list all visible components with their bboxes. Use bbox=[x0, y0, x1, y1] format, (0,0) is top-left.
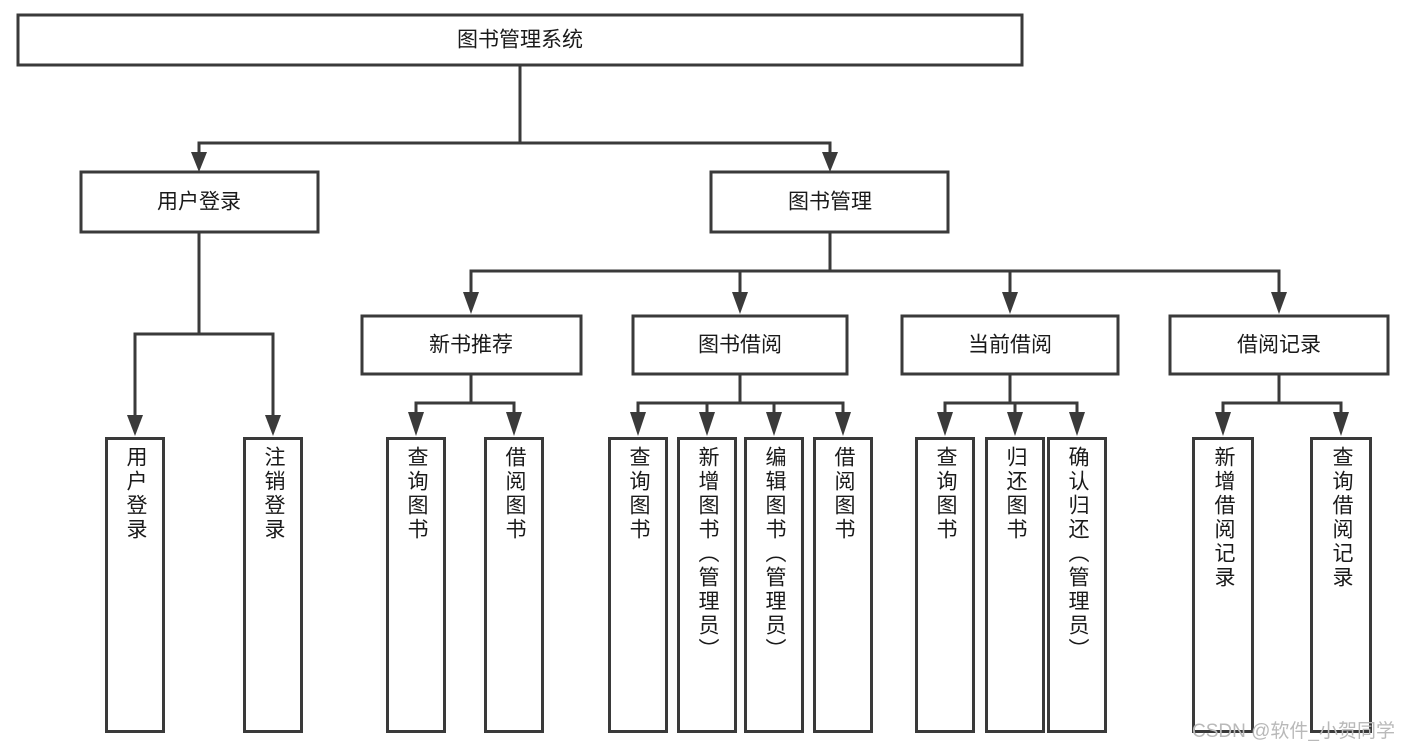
node-borrow-records-label: 借阅记录 bbox=[1237, 334, 1321, 357]
leaf-node-borrow-books-new[interactable]: 借阅图书 bbox=[484, 437, 544, 733]
leaf-node-add-borrow-record-label: 新增借阅记录 bbox=[1212, 446, 1235, 590]
node-user-login[interactable]: 用户登录 bbox=[79, 170, 320, 234]
node-book-borrow[interactable]: 图书借阅 bbox=[631, 314, 849, 376]
node-root[interactable]: 图书管理系统 bbox=[16, 13, 1024, 67]
leaf-node-edit-book-admin-label: 编辑图书（管理员） bbox=[763, 446, 786, 662]
connectors-bookmgmt-to-level3 bbox=[463, 230, 1287, 314]
connectors-current-to-leaves bbox=[937, 372, 1085, 436]
connectors-newbook-to-leaves bbox=[408, 372, 522, 436]
connectors-login-to-leaves bbox=[127, 230, 281, 436]
leaf-node-add-book-admin[interactable]: 新增图书（管理员） bbox=[677, 437, 737, 733]
leaf-node-logout-label: 注销登录 bbox=[262, 446, 285, 542]
leaf-node-query-books-new[interactable]: 查询图书 bbox=[386, 437, 446, 733]
node-book-borrow-label: 图书借阅 bbox=[698, 334, 782, 357]
leaf-node-query-books-new-label: 查询图书 bbox=[405, 446, 428, 542]
leaf-node-query-books-borrow[interactable]: 查询图书 bbox=[608, 437, 668, 733]
leaf-node-borrow-books-borrow[interactable]: 借阅图书 bbox=[813, 437, 873, 733]
leaf-node-return-books-label: 归还图书 bbox=[1004, 446, 1027, 542]
node-borrow-records[interactable]: 借阅记录 bbox=[1168, 314, 1390, 376]
node-user-login-label: 用户登录 bbox=[157, 191, 241, 214]
leaf-node-query-books-current[interactable]: 查询图书 bbox=[915, 437, 975, 733]
leaf-node-borrow-books-borrow-label: 借阅图书 bbox=[832, 446, 855, 542]
node-book-management[interactable]: 图书管理 bbox=[709, 170, 950, 234]
connectors-borrow-to-leaves bbox=[630, 372, 851, 436]
leaf-node-add-book-admin-label: 新增图书（管理员） bbox=[696, 446, 719, 662]
leaf-node-query-borrow-record[interactable]: 查询借阅记录 bbox=[1310, 437, 1372, 733]
node-new-book-recommend[interactable]: 新书推荐 bbox=[360, 314, 583, 376]
leaf-node-query-books-borrow-label: 查询图书 bbox=[627, 446, 650, 542]
node-current-borrow[interactable]: 当前借阅 bbox=[900, 314, 1120, 376]
leaf-node-add-borrow-record[interactable]: 新增借阅记录 bbox=[1192, 437, 1254, 733]
node-book-management-label: 图书管理 bbox=[788, 191, 872, 214]
leaf-node-query-books-current-label: 查询图书 bbox=[934, 446, 957, 542]
connectors-records-to-leaves bbox=[1215, 372, 1349, 436]
leaf-node-query-borrow-record-label: 查询借阅记录 bbox=[1330, 446, 1353, 590]
leaf-node-confirm-return-admin[interactable]: 确认归还（管理员） bbox=[1047, 437, 1107, 733]
leaf-node-borrow-books-new-label: 借阅图书 bbox=[503, 446, 526, 542]
connectors-root-to-level2 bbox=[191, 63, 838, 172]
node-root-label: 图书管理系统 bbox=[457, 29, 583, 52]
leaf-node-confirm-return-admin-label: 确认归还（管理员） bbox=[1066, 446, 1089, 662]
node-current-borrow-label: 当前借阅 bbox=[968, 334, 1052, 357]
leaf-node-return-books[interactable]: 归还图书 bbox=[985, 437, 1045, 733]
leaf-node-user-login[interactable]: 用户登录 bbox=[105, 437, 165, 733]
leaf-node-logout[interactable]: 注销登录 bbox=[243, 437, 303, 733]
node-new-book-recommend-label: 新书推荐 bbox=[429, 334, 513, 357]
leaf-node-user-login-label: 用户登录 bbox=[124, 446, 147, 542]
leaf-node-edit-book-admin[interactable]: 编辑图书（管理员） bbox=[744, 437, 804, 733]
